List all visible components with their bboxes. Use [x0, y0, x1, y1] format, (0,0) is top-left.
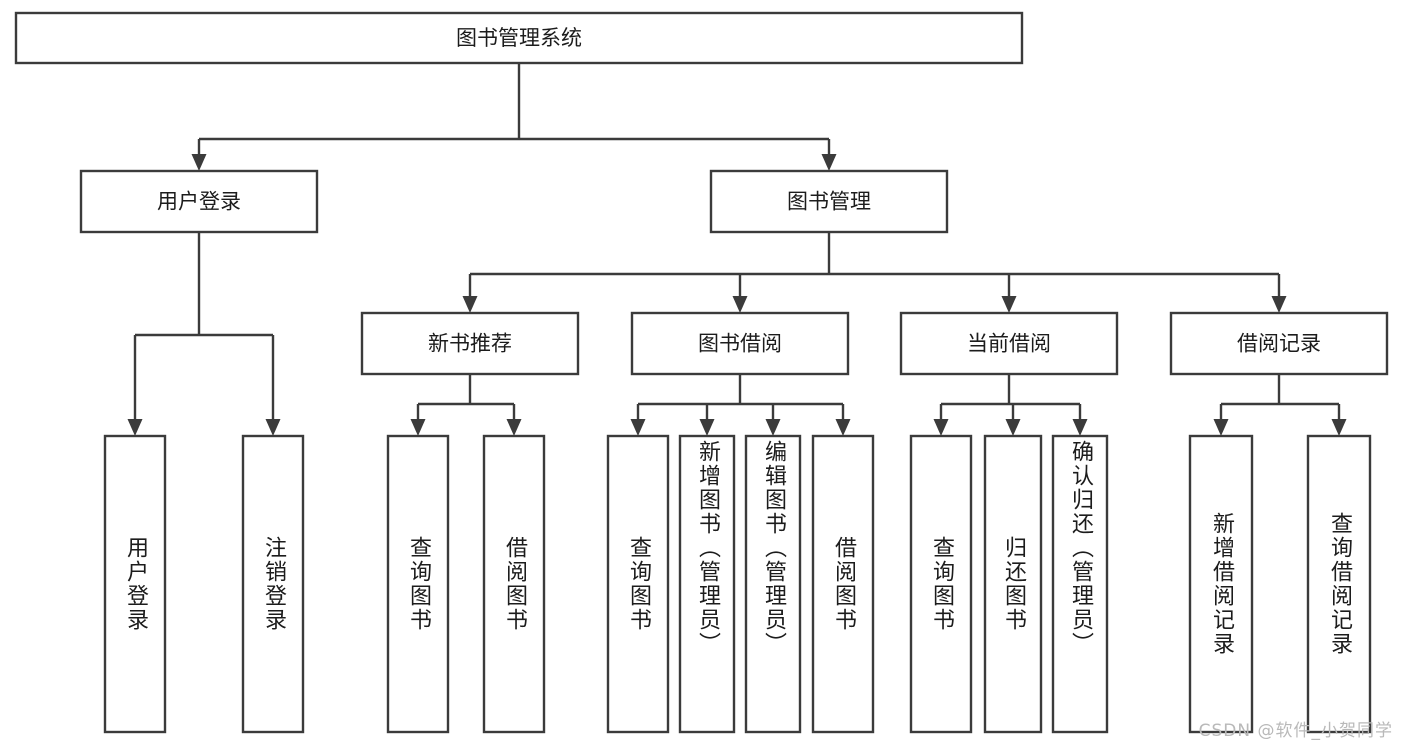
node-label-book-manage: 图书管理 — [787, 190, 871, 214]
node-box-borrow-record[interactable] — [1169, 311, 1389, 376]
arrow-head-icon — [821, 154, 837, 171]
arrow-head-icon — [191, 154, 207, 171]
node-box-leaf-borrow-book-2[interactable] — [811, 434, 875, 734]
arrow-head-icon — [1072, 419, 1088, 436]
node-label-new-book-recommend: 新书推荐 — [428, 332, 512, 356]
node-label-user-login: 用户登录 — [157, 190, 241, 214]
node-label-book-borrow: 图书借阅 — [698, 332, 782, 356]
arrow-head-icon — [630, 419, 646, 436]
node-box-leaf-query-borrow-record[interactable] — [1306, 434, 1372, 734]
node-box-leaf-borrow-book-1[interactable] — [482, 434, 546, 734]
arrow-head-icon — [765, 419, 781, 436]
node-box-leaf-user-login[interactable] — [103, 434, 167, 734]
node-box-leaf-query-book-2[interactable] — [606, 434, 670, 734]
node-box-leaf-query-book-1[interactable] — [386, 434, 450, 734]
node-box-new-book-recommend[interactable] — [360, 311, 580, 376]
node-box-leaf-user-logout[interactable] — [241, 434, 305, 734]
node-label-root: 图书管理系统 — [456, 26, 582, 50]
arrow-head-icon — [933, 419, 949, 436]
node-box-leaf-confirm-return-admin[interactable] — [1051, 434, 1109, 734]
node-box-root[interactable] — [14, 11, 1024, 65]
node-box-leaf-add-borrow-record[interactable] — [1188, 434, 1254, 734]
node-box-user-login[interactable] — [79, 169, 319, 234]
arrow-head-icon — [462, 296, 478, 313]
arrow-head-icon — [1271, 296, 1287, 313]
arrow-head-icon — [127, 419, 143, 436]
arrow-head-icon — [1001, 296, 1017, 313]
arrow-head-icon — [410, 419, 426, 436]
node-box-current-borrow[interactable] — [899, 311, 1119, 376]
node-box-leaf-add-book-admin[interactable] — [678, 434, 736, 734]
arrow-head-icon — [699, 419, 715, 436]
node-box-leaf-edit-book-admin[interactable] — [744, 434, 802, 734]
node-box-book-manage[interactable] — [709, 169, 949, 234]
arrow-head-icon — [732, 296, 748, 313]
arrow-head-icon — [265, 419, 281, 436]
arrow-head-icon — [835, 419, 851, 436]
node-label-current-borrow: 当前借阅 — [967, 332, 1051, 356]
watermark-text: CSDN @软件_小贺同学 — [1198, 721, 1393, 741]
node-label-borrow-record: 借阅记录 — [1237, 332, 1321, 356]
arrow-head-icon — [1005, 419, 1021, 436]
node-box-leaf-return-book[interactable] — [983, 434, 1043, 734]
connector-layer — [127, 63, 1347, 436]
arrow-head-icon — [1213, 419, 1229, 436]
node-box-leaf-query-book-3[interactable] — [909, 434, 973, 734]
arrow-head-icon — [1331, 419, 1347, 436]
arrow-head-icon — [506, 419, 522, 436]
node-box-book-borrow[interactable] — [630, 311, 850, 376]
node-box-layer — [14, 11, 1389, 734]
